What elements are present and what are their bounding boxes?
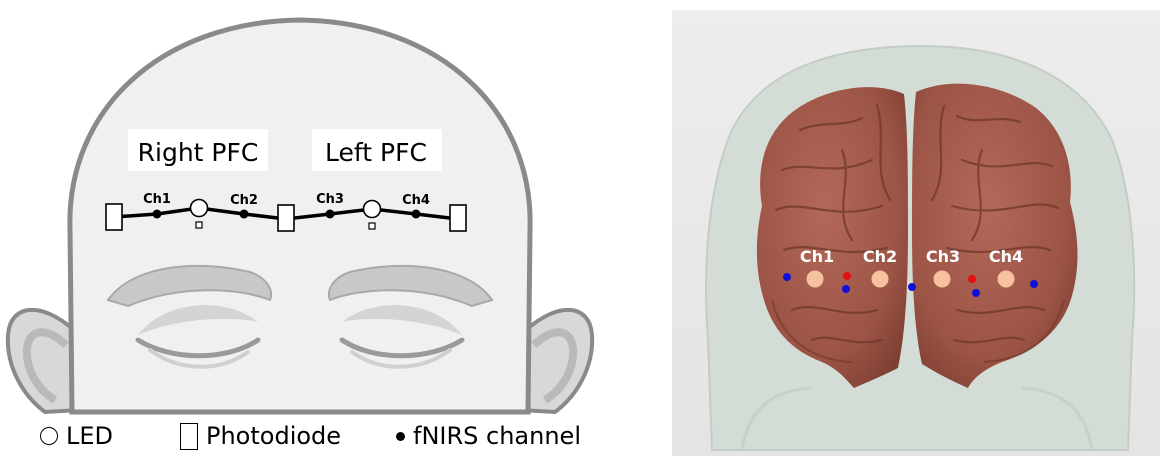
optode-red-1 [843,272,851,280]
brain-channel-marker-4 [997,270,1015,288]
legend-channel: fNIRS channel [396,418,581,454]
optode-blue-1 [783,273,791,281]
legend-led-label: LED [66,422,114,450]
led-1 [189,198,209,218]
left-ear [5,307,83,415]
left-pfc-label: Left PFC [325,138,427,167]
brain [756,83,1078,389]
legend-photodiode-label: Photodiode [206,422,342,450]
led-1-base [195,221,203,229]
right-eye [135,305,261,369]
right-pfc-label-box [128,129,268,171]
channel-label-3: Ch3 [316,192,344,207]
right-hemisphere [756,87,908,388]
channel-label-4: Ch4 [402,193,430,208]
right-eyebrow [106,264,273,308]
channel-label-2: Ch2 [230,193,258,208]
left-pfc-label-box [312,129,442,171]
optode-blue-2 [842,285,850,293]
photodiode-symbol-icon [180,422,198,450]
brain-channel-marker-1 [806,270,824,288]
head-diagram: Right PFC Left PFC Ch1 Ch2 Ch3 Ch4 [5,17,595,415]
channel-symbol-icon [396,431,405,441]
optode-blue-3 [908,283,916,291]
right-ear [517,307,595,415]
optode-red-2 [968,275,976,283]
optode-blue-4 [972,289,980,297]
photodiode-2 [277,204,295,232]
photodiode-3 [449,204,467,232]
optode-blue-5 [1030,280,1038,288]
channel-dot-2 [239,209,249,219]
temporal-lobe-left [983,299,1065,363]
legend-channel-label: fNIRS channel [413,422,581,450]
channel-label-1: Ch1 [143,192,171,207]
temporal-lobe-right [771,299,853,363]
brain-channel-label-1: Ch1 [800,247,834,266]
led-2 [362,199,382,219]
right-pfc-label: Right PFC [138,138,259,167]
brain-channel-label-4: Ch4 [989,247,1023,266]
led-2-base [368,222,376,230]
brain-rendering: Ch1 Ch2 Ch3 Ch4 [672,10,1160,456]
legend-photodiode: Photodiode [180,418,341,454]
channel-dot-1 [152,209,162,219]
photodiode-1 [105,203,123,231]
channel-dot-4 [411,209,421,219]
channel-dot-3 [325,209,335,219]
optode-array: Ch1 Ch2 Ch3 Ch4 [105,192,467,232]
left-eye [339,305,465,369]
brain-channel-label-2: Ch2 [863,247,897,266]
brain-channel-marker-3 [933,270,951,288]
legend-led: LED [40,418,113,454]
brain-channel-marker-2 [871,270,889,288]
left-hemisphere [912,83,1078,389]
left-eyebrow [327,264,494,308]
led-symbol-icon [40,427,58,445]
brain-channel-label-3: Ch3 [926,247,960,266]
